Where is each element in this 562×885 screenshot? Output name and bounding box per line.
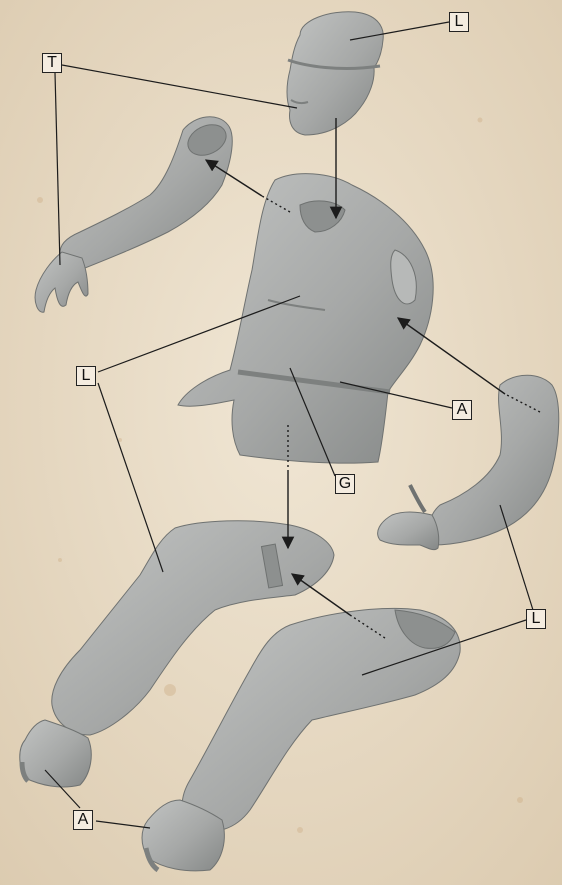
callout-uniform: L <box>76 366 96 386</box>
callout-cap: L <box>449 12 469 32</box>
callout-arm-leg: L <box>526 609 546 629</box>
callout-face-hand: T <box>42 53 62 73</box>
callout-boots: A <box>73 810 93 830</box>
callout-buckle: G <box>335 474 355 494</box>
callout-belt: A <box>452 400 472 420</box>
